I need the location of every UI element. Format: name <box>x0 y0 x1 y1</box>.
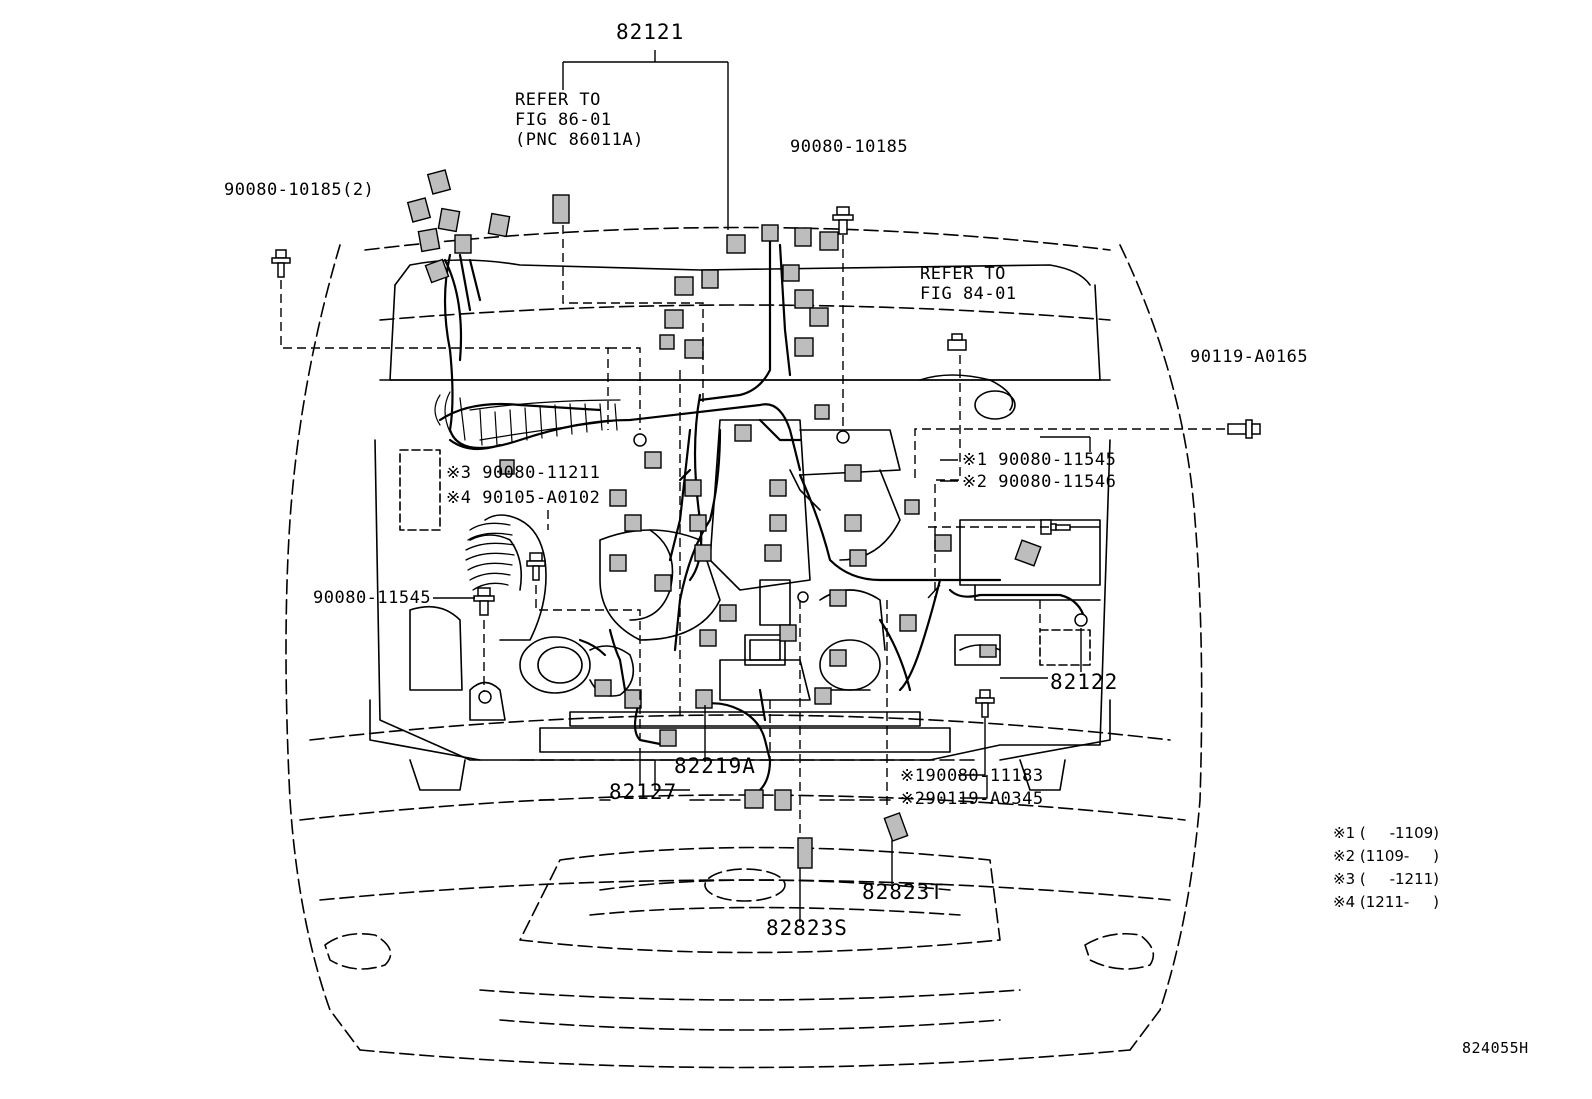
bolt-note-3-4 <box>526 552 546 581</box>
part-label-90080-10185[interactable]: 90080-10185 <box>790 137 909 157</box>
legend-item-3: ※3 ( -1211) <box>1333 870 1440 888</box>
legend-item-2: ※2 (1109- ) <box>1333 847 1440 865</box>
bolt-note-1-2-bottom <box>975 689 995 718</box>
legend-item-1: ※1 ( -1109) <box>1333 824 1440 842</box>
leader-lines <box>433 50 1100 922</box>
part-label-90080-10185-2[interactable]: 90080-10185(2) <box>224 180 375 200</box>
wire-harness <box>438 238 1087 792</box>
vehicle-body-outline <box>285 226 1203 1069</box>
diagram-id: 824055H <box>1462 1039 1529 1057</box>
part-label-82823S[interactable]: 82823S <box>766 916 848 940</box>
part-label-82127[interactable]: 82127 <box>609 780 678 804</box>
nut-ref-84 <box>947 333 967 351</box>
reference-fig-86-01[interactable]: REFER TO FIG 86-01 (PNC 86011A) <box>515 90 644 150</box>
corrugated-tube <box>434 391 621 446</box>
note-label-1-right[interactable]: ※1 90080-11545 <box>962 450 1117 470</box>
part-label-82122[interactable]: 82122 <box>1050 670 1119 694</box>
note-label-4[interactable]: ※4 90105-A0102 <box>446 488 601 508</box>
reference-fig-84-01[interactable]: REFER TO FIG 84-01 <box>920 264 1017 304</box>
part-label-90119-A0165[interactable]: 90119-A0165 <box>1190 347 1309 367</box>
bolt-90080-11545 <box>473 587 495 616</box>
part-label-90080-11545[interactable]: 90080-11545 <box>313 588 432 608</box>
part-label-82219A[interactable]: 82219A <box>674 754 756 778</box>
bolt-90080-10185-2 <box>271 249 291 278</box>
part-label-82121[interactable]: 82121 <box>616 20 685 44</box>
bolt-90080-10185 <box>832 206 854 235</box>
dashed-leaders <box>280 225 1225 835</box>
note-label-1-bottom[interactable]: ※190080-11183 <box>900 766 1044 786</box>
bolts <box>271 206 1261 718</box>
legend: ※1 ( -1109) ※2 (1109- ) ※3 ( -1211) ※4 (… <box>1333 822 1439 914</box>
connectors <box>406 169 1042 869</box>
bolt-90119-A0165 <box>1227 419 1261 439</box>
note-label-2-right[interactable]: ※2 90080-11546 <box>962 472 1117 492</box>
note-label-3[interactable]: ※3 90080-11211 <box>446 463 601 483</box>
part-label-82823T[interactable]: 82823T <box>862 880 944 904</box>
note-label-2-bottom[interactable]: ※290119-A0345 <box>900 789 1044 809</box>
legend-item-4: ※4 (1211- ) <box>1333 893 1440 911</box>
intake-hose <box>465 522 515 591</box>
